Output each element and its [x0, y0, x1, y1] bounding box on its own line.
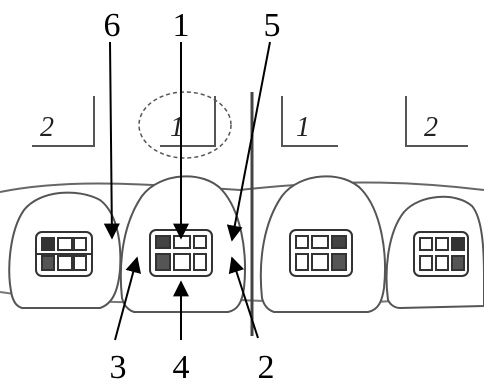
tooth-notation-row: 2 1 1 2: [32, 91, 468, 159]
callout-5: 5: [264, 7, 281, 44]
callout-arrow-6: [103, 41, 120, 240]
tooth-number-upper-right-1: 1: [138, 91, 232, 159]
highlight-circle: [138, 91, 232, 159]
callout-3: 3: [110, 349, 127, 385]
callout-2: 2: [258, 349, 275, 385]
callout-4: 4: [173, 349, 190, 385]
tooth-number-upper-left-1: 1: [281, 96, 338, 147]
callout-6: 6: [104, 7, 121, 44]
bracket-right-lateral: [35, 231, 93, 277]
callout-1: 1: [173, 7, 190, 44]
gum-line: [0, 181, 484, 193]
bracket-left-central: [289, 229, 353, 277]
callout-arrow-3: [114, 256, 141, 341]
callout-arrow-5: [226, 41, 271, 242]
tooth-number-label: 1: [296, 112, 310, 143]
callout-arrow-2: [228, 256, 259, 339]
tooth-number-upper-left-2: 2: [405, 96, 468, 147]
tooth-number-upper-right-2: 2: [32, 96, 95, 147]
bracket-right-central: [149, 229, 213, 277]
bracket-left-lateral: [413, 231, 469, 277]
tooth-number-label: 2: [424, 112, 438, 143]
tooth-number-label: 2: [40, 112, 54, 143]
